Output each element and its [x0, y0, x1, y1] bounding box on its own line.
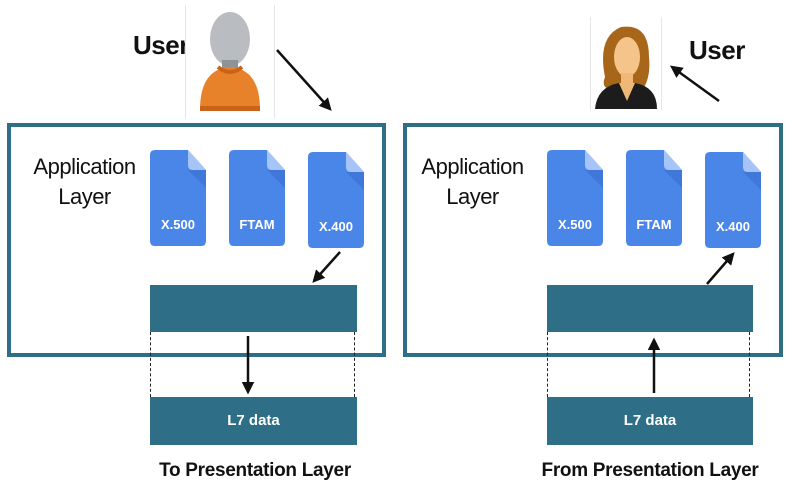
left-application-layer-box: [7, 123, 386, 357]
left-doc-ftam: FTAM: [229, 150, 285, 246]
right-doc-x400: X.400: [705, 152, 761, 248]
right-caption: From Presentation Layer: [541, 460, 759, 481]
right-doc-x500: X.500: [547, 150, 603, 246]
left-application-layer-title: Application Layer: [22, 152, 147, 212]
right-doc-ftam-label: FTAM: [636, 217, 672, 232]
document-icon: [150, 150, 206, 246]
document-icon: [229, 150, 285, 246]
right-layer-title-line1: Application: [421, 154, 524, 179]
female-user-avatar-icon: [590, 17, 662, 110]
right-user-label: User: [689, 35, 745, 65]
left-l7-data-bar: L7 data: [150, 397, 357, 445]
left-doc-x500: X.500: [150, 150, 206, 246]
right-application-layer-box: [403, 123, 783, 357]
left-caption: To Presentation Layer: [159, 460, 351, 481]
left-dashed-guide-right: [354, 332, 355, 397]
right-application-data-bar: [547, 285, 753, 332]
right-layer-title-line2: Layer: [446, 184, 499, 209]
left-doc-x400: X.400: [308, 152, 364, 248]
left-doc-x400-label: X.400: [319, 219, 353, 234]
document-icon: [308, 152, 364, 248]
right-dashed-guide-right: [749, 332, 750, 397]
right-layer-to-user-arrow: [669, 65, 720, 103]
left-layer-title-line2: Layer: [58, 184, 111, 209]
right-doc-x500-label: X.500: [558, 217, 592, 232]
left-layer-title-line1: Application: [33, 154, 136, 179]
right-doc-ftam: FTAM: [626, 150, 682, 246]
right-doc-x400-label: X.400: [716, 219, 750, 234]
left-user-label: User: [133, 30, 189, 60]
right-l7-data-bar: L7 data: [547, 397, 753, 445]
document-icon: [547, 150, 603, 246]
left-user-to-layer-arrow: [276, 49, 332, 111]
document-icon: [626, 150, 682, 246]
right-application-layer-title: Application Layer: [410, 152, 535, 212]
left-doc-ftam-label: FTAM: [239, 217, 275, 232]
left-application-data-bar: [150, 285, 357, 332]
left-doc-x500-label: X.500: [161, 217, 195, 232]
left-dashed-guide-left: [150, 332, 151, 397]
document-icon: [705, 152, 761, 248]
male-user-avatar-icon: [185, 5, 275, 118]
right-dashed-guide-left: [547, 332, 548, 397]
